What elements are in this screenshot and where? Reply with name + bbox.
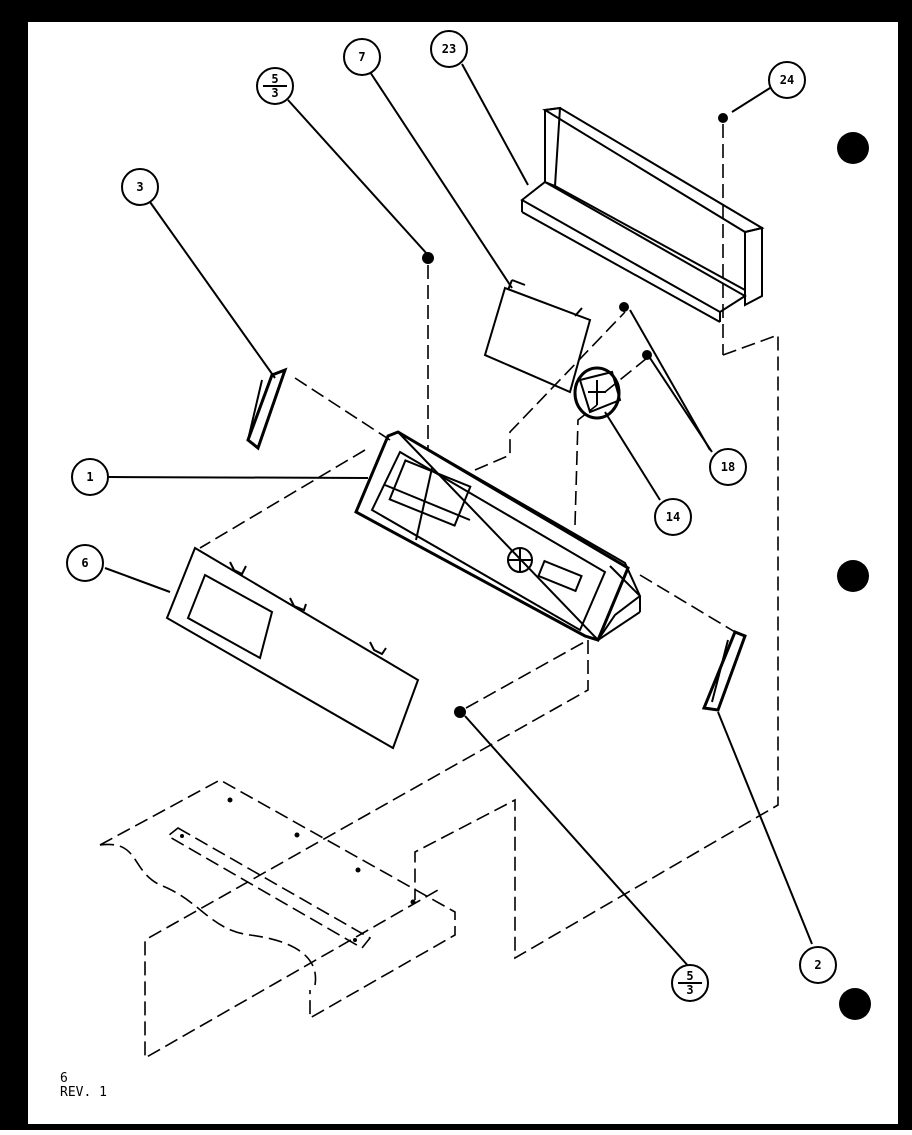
part-24-screw: [414, 113, 779, 960]
callout-7-label: 7: [358, 50, 365, 64]
callout-2: 2: [799, 946, 837, 984]
binder-hole-middle: [837, 560, 869, 592]
callout-14-label: 14: [666, 510, 680, 524]
leader-lines: [104, 63, 813, 969]
part-5-3-screw-lower: [454, 706, 466, 718]
callout-18-label: 18: [721, 460, 735, 474]
revision-label: REV. 1: [60, 1085, 107, 1100]
part-7-plate: [483, 279, 592, 394]
assembly-centerlines: [144, 311, 736, 1060]
scan-border-top: [0, 0, 912, 22]
callout-5-3-upper-bottom: 3: [271, 86, 278, 100]
callout-5-3-lower-top: 5: [686, 969, 693, 983]
page-number: 6: [60, 1071, 68, 1086]
callout-24-label: 24: [780, 73, 794, 87]
callout-1-label: 1: [86, 470, 93, 484]
binder-hole-bottom: [839, 988, 871, 1020]
callout-2-label: 2: [814, 958, 821, 972]
callout-3: 3: [121, 168, 159, 206]
cabinet-top-phantom: [99, 779, 456, 1020]
part-6-overlay: [165, 546, 420, 750]
callout-23-label: 23: [442, 42, 456, 56]
callout-3-label: 3: [136, 180, 143, 194]
part-23-bracket: [520, 106, 765, 323]
part-14-knob: [573, 366, 622, 420]
callout-5-3-lower: 5 3: [671, 964, 709, 1002]
scan-border-right: [898, 0, 912, 1130]
scan-border-bottom: [0, 1124, 912, 1130]
callout-6-label: 6: [81, 556, 88, 570]
callout-6: 6: [66, 544, 104, 582]
binder-hole-top: [837, 132, 869, 164]
callout-18: 18: [709, 448, 747, 486]
callout-23: 23: [430, 30, 468, 68]
callout-7: 7: [343, 38, 381, 76]
callout-14: 14: [654, 498, 692, 536]
callout-24: 24: [768, 61, 806, 99]
part-5-3-screw-upper: [422, 252, 434, 450]
page-footer-note: 6 REV. 1: [60, 1072, 107, 1100]
callout-1: 1: [71, 458, 109, 496]
part-2-endcap-right: [701, 630, 747, 712]
part-18-screws: [619, 302, 652, 360]
callout-5-3-lower-bottom: 3: [686, 983, 693, 997]
part-1-console: [354, 430, 642, 642]
callout-5-3-upper-top: 5: [271, 72, 278, 86]
callout-5-3-upper: 5 3: [256, 67, 294, 105]
part-3-endcap-left: [246, 367, 288, 451]
scan-border-left: [0, 0, 28, 1130]
